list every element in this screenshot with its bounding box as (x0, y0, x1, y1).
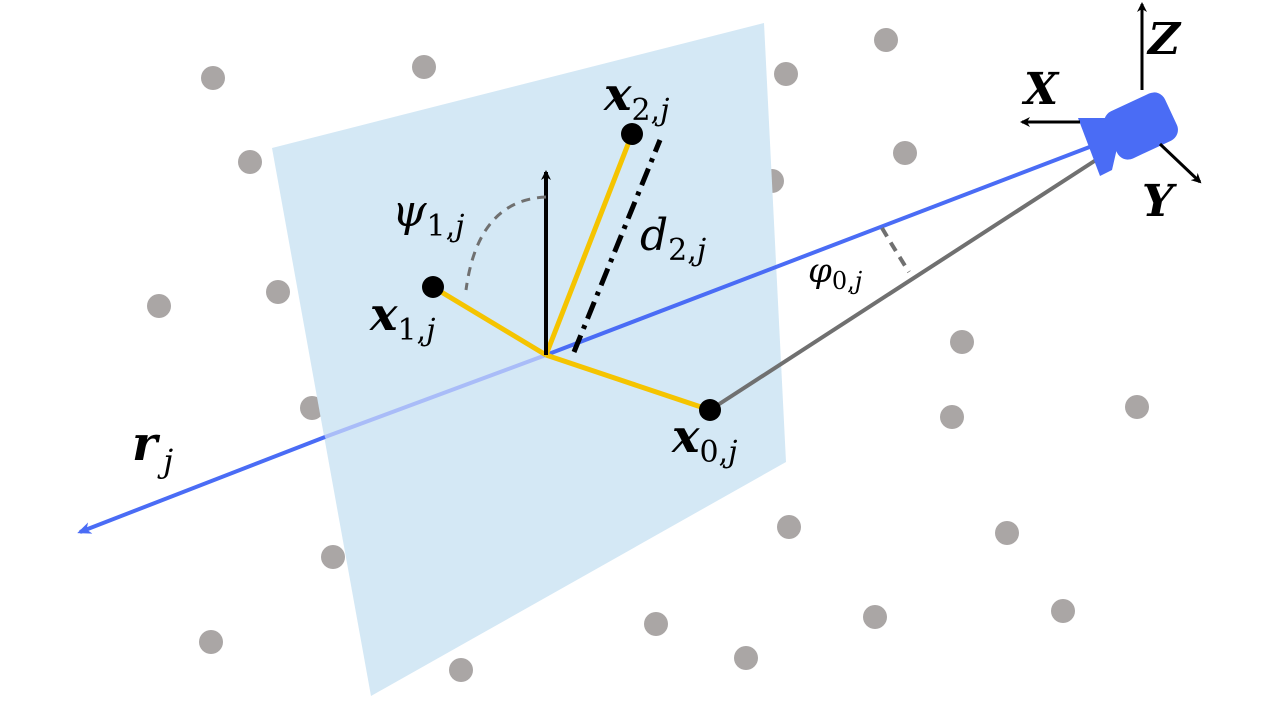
label-distance: d2,j (640, 210, 706, 268)
background-point (940, 405, 964, 429)
background-point (321, 545, 345, 569)
ray-line-faded (324, 353, 547, 439)
background-point (777, 515, 801, 539)
label-phi: φ0,j (808, 251, 863, 295)
phi-angle-arc (880, 226, 911, 274)
background-point (774, 62, 798, 86)
axis-y-line (1158, 142, 1202, 184)
background-point (449, 658, 473, 682)
distance-line (571, 139, 663, 353)
background-point (644, 612, 668, 636)
background-point (1051, 599, 1075, 623)
neighbor-line-x1 (431, 284, 548, 358)
background-point (995, 521, 1019, 545)
point-x2 (621, 123, 643, 145)
background-point (950, 330, 974, 354)
sight-line (708, 158, 1098, 412)
point-x1 (422, 276, 444, 298)
background-point (266, 280, 290, 304)
coordinate-axes (1020, 2, 1202, 184)
background-point (201, 66, 225, 90)
label-axis-y: Y (1142, 176, 1177, 227)
background-point (1125, 395, 1149, 419)
label-x2: x2,j (603, 67, 669, 128)
ray-line-back (545, 141, 1101, 357)
background-point (147, 294, 171, 318)
label-psi: ψ1,j (392, 186, 464, 244)
background-point (893, 141, 917, 165)
label-x0: x0,j (671, 409, 737, 470)
label-axis-z: Z (1146, 14, 1182, 65)
background-point (199, 630, 223, 654)
background-point (874, 28, 898, 52)
background-point (863, 605, 887, 629)
camera-icon (1078, 92, 1178, 176)
point-x0 (699, 399, 721, 421)
neighbor-line-x0 (545, 352, 711, 413)
label-axis-x: X (1021, 64, 1060, 115)
psi-angle-arc (464, 195, 547, 291)
ray-line-front (77, 435, 326, 534)
background-point (734, 646, 758, 670)
background-point (238, 150, 262, 174)
neighbor-line-x2 (543, 133, 635, 356)
background-point (412, 55, 436, 79)
neighbor-lines (431, 133, 711, 413)
label-x1: x1,j (369, 287, 435, 348)
